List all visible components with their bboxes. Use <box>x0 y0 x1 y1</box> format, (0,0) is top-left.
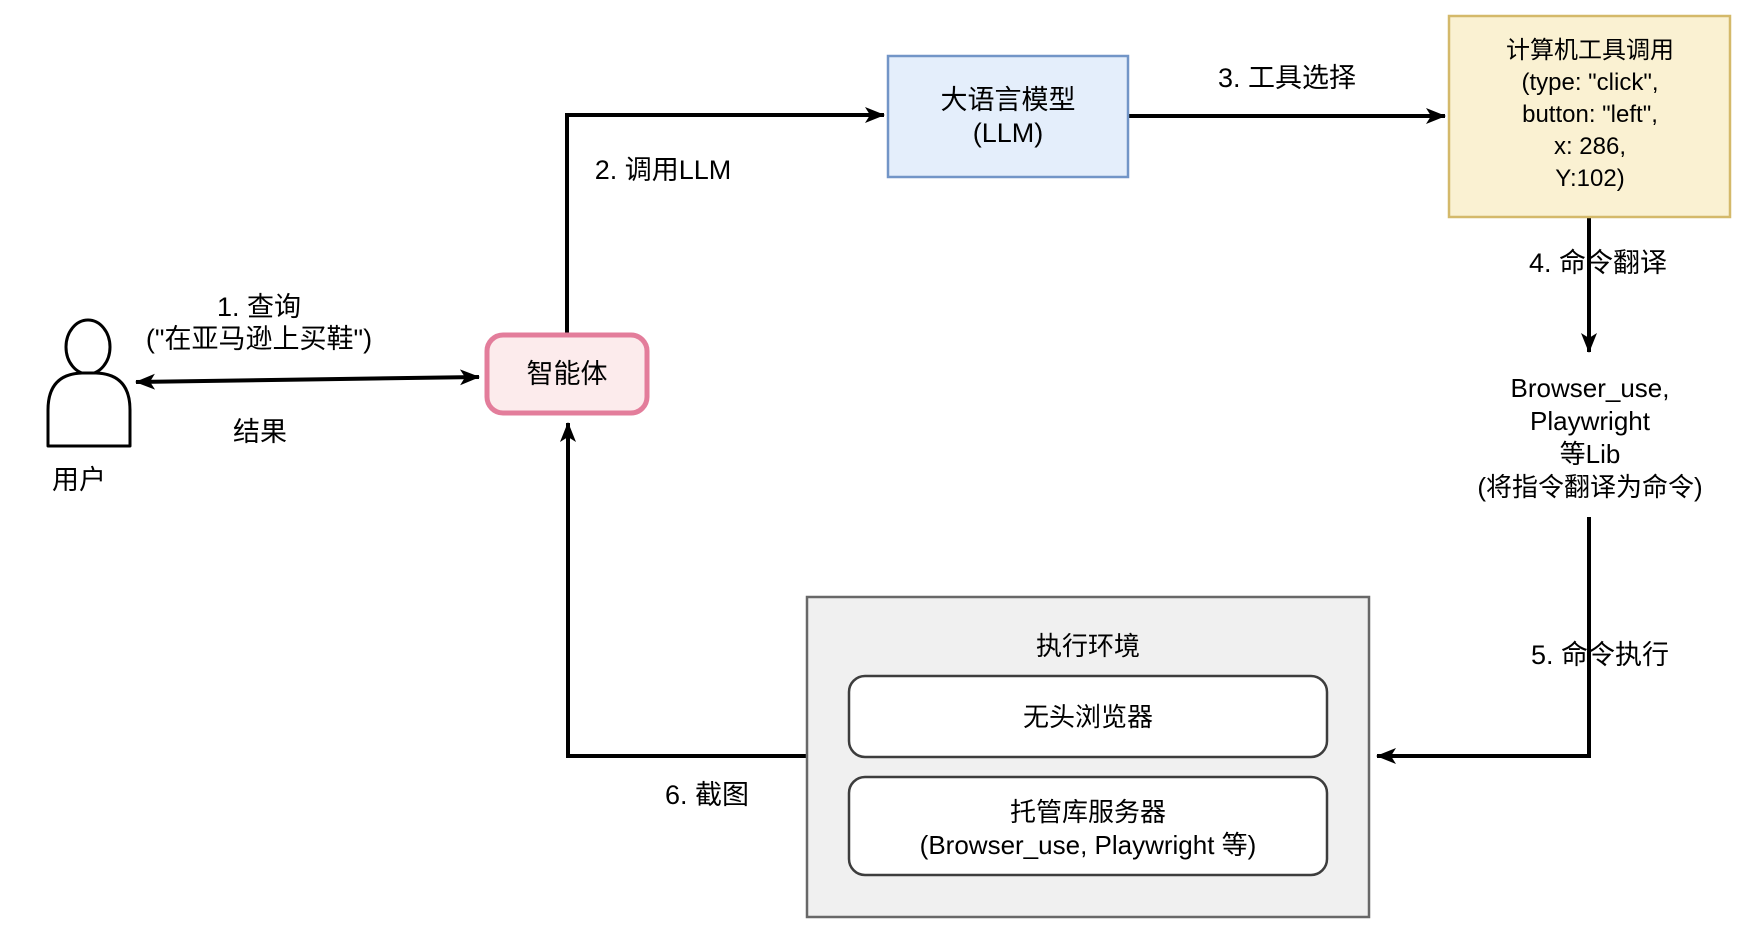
tool-call-line2: (type: "click", <box>1521 69 1658 96</box>
llm-box <box>886 54 1130 179</box>
node-llm: 大语言模型 (LLM) <box>886 54 1130 179</box>
lib-line1: Browser_use, <box>1511 373 1670 403</box>
tool-call-line3: button: "left", <box>1522 101 1658 128</box>
headless-browser-label: 无头浏览器 <box>1023 702 1153 732</box>
node-tool-call: 计算机工具调用 (type: "click", button: "left", … <box>1447 14 1732 219</box>
hosted-lib-server-line1: 托管库服务器 <box>1010 797 1166 827</box>
agent-label: 智能体 <box>527 359 608 389</box>
tool-call-box <box>1447 14 1732 219</box>
node-lib: Browser_use, Playwright 等Lib (将指令翻译为命令) <box>1477 373 1702 502</box>
lib-line4: (将指令翻译为命令) <box>1477 472 1702 502</box>
lib-line2: Playwright <box>1530 406 1651 436</box>
agent-box <box>484 332 650 416</box>
edge-cmd-translate-label: 4. 命令翻译 <box>1529 248 1667 278</box>
edge-query-label-line2: ("在亚马逊上买鞋") <box>146 324 372 354</box>
user-label: 用户 <box>52 465 106 495</box>
edge-tool-select-label: 3. 工具选择 <box>1218 63 1356 93</box>
llm-label-line1: 大语言模型 <box>941 85 1076 115</box>
tool-call-line1: 计算机工具调用 <box>1506 37 1674 64</box>
lib-line3: 等Lib <box>1560 439 1621 469</box>
headless-browser-box <box>847 674 1329 759</box>
edge-cmd-execute-arrow <box>1376 517 1591 764</box>
edge-screenshot-arrow <box>560 422 807 758</box>
node-execution-env: 执行环境 无头浏览器 托管库服务器 (Browser_use, Playwrig… <box>805 595 1371 919</box>
llm-label-line2: (LLM) <box>973 118 1044 148</box>
edge-cmd-execute-label: 5. 命令执行 <box>1531 640 1669 670</box>
edge-result-label: 结果 <box>233 417 287 447</box>
edge-query-label-line1: 1. 查询 <box>217 292 301 322</box>
user-head-icon <box>64 318 112 376</box>
hosted-lib-server-box <box>847 775 1329 877</box>
edge-screenshot-label: 6. 截图 <box>665 780 749 810</box>
execution-env-title: 执行环境 <box>1036 631 1140 661</box>
hosted-lib-server-line2: (Browser_use, Playwright 等) <box>920 830 1257 860</box>
edge-call-llm-label: 2. 调用LLM <box>595 155 732 185</box>
tool-call-line5: Y:102) <box>1555 165 1624 192</box>
tool-call-line4: x: 286, <box>1554 133 1626 160</box>
user-body-icon <box>46 371 132 448</box>
edge-query-result-arrow <box>135 369 480 390</box>
edge-call-llm-arrow <box>565 107 885 333</box>
connectors <box>135 107 1597 764</box>
edge-labels: 1. 查询 ("在亚马逊上买鞋") 结果 2. 调用LLM 3. 工具选择 4.… <box>146 63 1669 810</box>
node-user: 用户 <box>46 318 132 495</box>
node-agent: 智能体 <box>484 332 650 416</box>
